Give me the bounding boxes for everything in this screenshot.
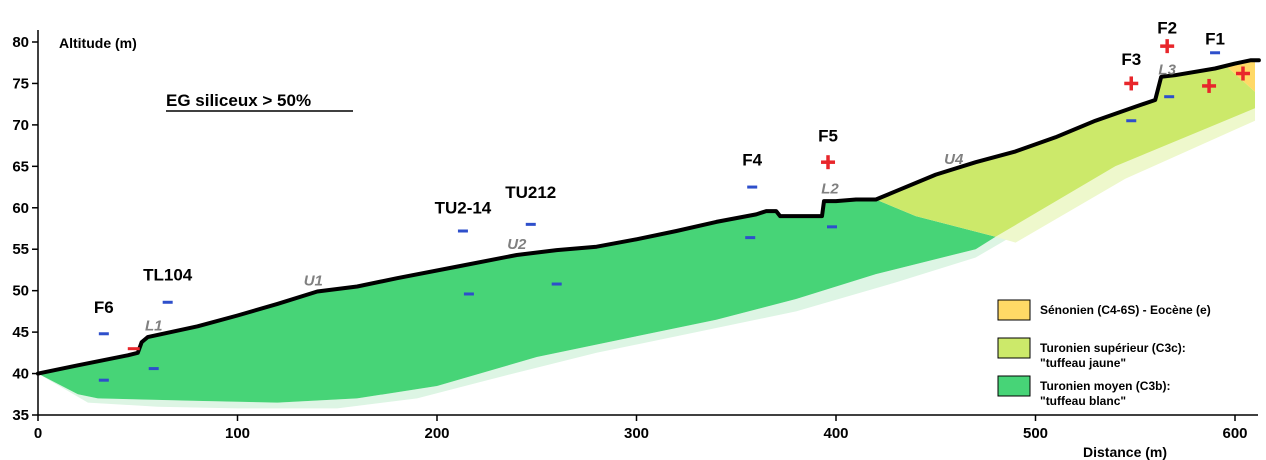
ground-profile-line — [36, 58, 1261, 376]
borehole-label: F2 — [1157, 19, 1177, 38]
x-tick-label: 600 — [1222, 425, 1247, 442]
y-tick-label: 35 — [12, 407, 29, 424]
borehole-label: TU212 — [505, 183, 556, 202]
legend-label: "tuffeau jaune" — [1040, 356, 1126, 370]
layer-1 — [1227, 60, 1255, 92]
borehole-label: F3 — [1121, 50, 1141, 69]
y-tick-label: 45 — [12, 324, 29, 341]
annotation-text: EG siliceux > 50% — [166, 91, 311, 110]
legend: Sénonien (C4-6S) - Eocène (e) Turonien su… — [997, 299, 1211, 408]
x-tick-label: 100 — [225, 425, 250, 442]
layer-fringes — [38, 108, 1255, 409]
y-tick-label: 60 — [12, 200, 29, 217]
segment-label: L3 — [1158, 61, 1176, 78]
borehole-label: F5 — [818, 126, 838, 145]
y-axis-title: Altitude (m) — [59, 35, 137, 51]
segment-label: U4 — [944, 151, 964, 168]
x-tick-label: 200 — [424, 425, 449, 442]
legend-label: Sénonien (C4-6S) - Eocène (e) — [1040, 303, 1211, 317]
borehole-label: F1 — [1205, 29, 1225, 48]
borehole-marks — [98, 39, 1250, 382]
x-tick-label: 500 — [1023, 425, 1048, 442]
y-tick-label: 70 — [12, 117, 29, 134]
x-tick-label: 0 — [34, 425, 42, 442]
x-axis-title: Distance (m) — [1083, 444, 1167, 460]
borehole-label: TL104 — [143, 266, 193, 285]
y-tick-label: 40 — [12, 366, 29, 383]
y-tick-label: 65 — [12, 158, 29, 175]
axes: 0 100 200 300 400 500 600 35 40 45 50 55 60 65 70 75 80 A… — [12, 30, 1258, 460]
geological-layers — [38, 60, 1255, 403]
legend-label: Turonien supérieur (C3c): — [1040, 341, 1186, 355]
layer-2 — [875, 66, 1255, 237]
y-tick-label: 55 — [12, 241, 29, 258]
x-tick-label: 400 — [823, 425, 848, 442]
borehole-label: F6 — [94, 298, 114, 317]
segment-label: U2 — [507, 236, 527, 253]
legend-swatch — [997, 375, 1031, 397]
segment-label: U1 — [304, 273, 323, 290]
legend-label: Turonien moyen (C3b): — [1040, 379, 1170, 393]
segment-label: L1 — [145, 317, 163, 334]
x-tick-label: 300 — [624, 425, 649, 442]
ground-profile — [36, 58, 1261, 376]
legend-label: "tuffeau blanc" — [1040, 394, 1126, 408]
borehole-label: TU2-14 — [435, 199, 492, 218]
fringe-turonien-superieur — [995, 108, 1255, 243]
y-tick-label: 75 — [12, 75, 29, 92]
segment-label: L2 — [821, 181, 839, 198]
layer-3 — [38, 199, 996, 403]
y-tick-label: 80 — [12, 34, 29, 51]
legend-swatch — [997, 299, 1031, 321]
legend-swatch — [997, 337, 1031, 359]
borehole-label: F4 — [742, 151, 762, 170]
y-tick-label: 50 — [12, 283, 29, 300]
